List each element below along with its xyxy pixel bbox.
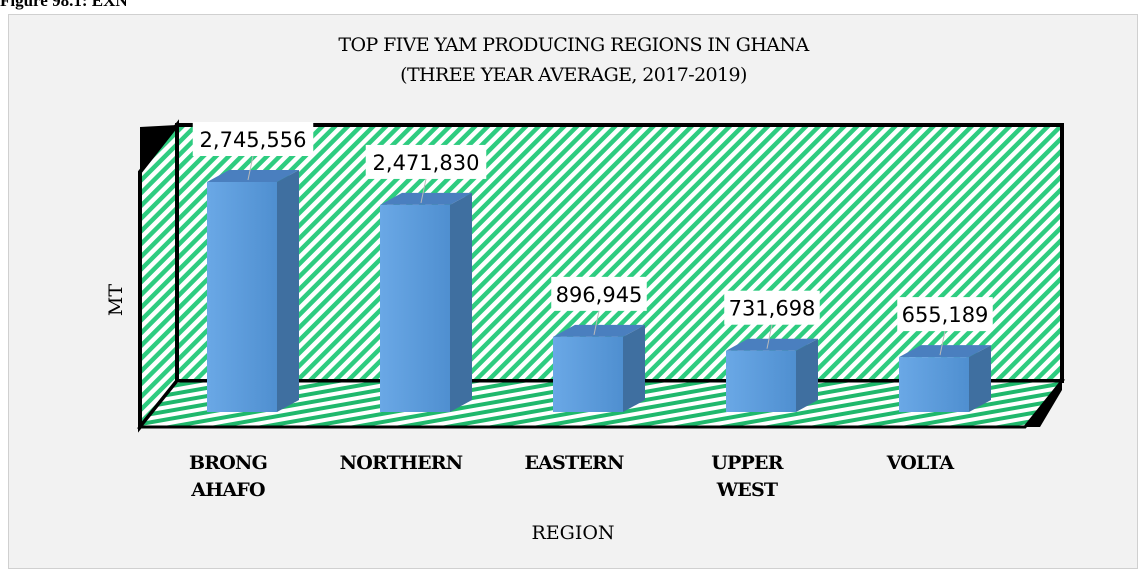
bar-0 bbox=[207, 170, 299, 412]
data-label: 2,471,830 bbox=[373, 151, 480, 175]
leader-line bbox=[766, 324, 773, 349]
wall-corner bbox=[140, 125, 177, 172]
data-label: 896,945 bbox=[556, 283, 643, 307]
leader-line bbox=[247, 155, 254, 181]
chart-subtitle: (THREE YEAR AVERAGE, 2017-2019) bbox=[400, 64, 747, 86]
data-label-box bbox=[724, 290, 820, 325]
data-label-box bbox=[192, 122, 314, 156]
leader-line bbox=[593, 310, 600, 335]
bar-1 bbox=[380, 192, 472, 412]
x-tick-label: EASTERN bbox=[524, 452, 624, 474]
data-label: 731,698 bbox=[729, 297, 816, 321]
bar-front bbox=[553, 336, 623, 412]
chart-title: TOP FIVE YAM PRODUCING REGIONS IN GHANA bbox=[338, 34, 809, 56]
data-label: 655,189 bbox=[902, 303, 989, 327]
bar-front bbox=[380, 204, 450, 412]
bar-top bbox=[553, 324, 645, 337]
x-tick-label: AHAFO bbox=[190, 479, 265, 501]
bar-front bbox=[726, 350, 796, 412]
x-tick-label: BRONG bbox=[189, 452, 267, 474]
data-label-box bbox=[551, 276, 647, 311]
bar-side bbox=[450, 192, 472, 412]
bar-top bbox=[207, 170, 299, 182]
floor-corner bbox=[1025, 381, 1062, 427]
data-label-box bbox=[365, 144, 487, 179]
bar-side bbox=[623, 324, 645, 412]
data-label: 2,745,556 bbox=[200, 128, 307, 152]
x-tick-label: NORTHERN bbox=[340, 452, 463, 474]
bar-top bbox=[899, 345, 991, 358]
leader-line bbox=[939, 331, 946, 356]
x-tick-label: WEST bbox=[716, 479, 778, 501]
bar-top bbox=[726, 338, 818, 351]
bar-4 bbox=[899, 345, 991, 412]
side-wall bbox=[138, 119, 179, 433]
x-axis-label: REGION bbox=[531, 522, 614, 544]
bar-front bbox=[207, 182, 277, 412]
y-axis-label: MT bbox=[105, 284, 127, 316]
bar-top bbox=[380, 192, 472, 205]
leader-line bbox=[420, 178, 427, 204]
bar-2 bbox=[553, 324, 645, 412]
bar-front bbox=[899, 357, 969, 412]
x-tick-label: VOLTA bbox=[886, 452, 955, 474]
x-tick-label: UPPER bbox=[711, 452, 783, 474]
bar-side bbox=[277, 170, 299, 412]
bar-side bbox=[969, 345, 991, 412]
bar-3 bbox=[726, 338, 818, 412]
data-label-box bbox=[897, 297, 993, 332]
bar-side bbox=[796, 338, 818, 412]
figure-caption: Figure 98.1: EXN bbox=[0, 0, 128, 10]
